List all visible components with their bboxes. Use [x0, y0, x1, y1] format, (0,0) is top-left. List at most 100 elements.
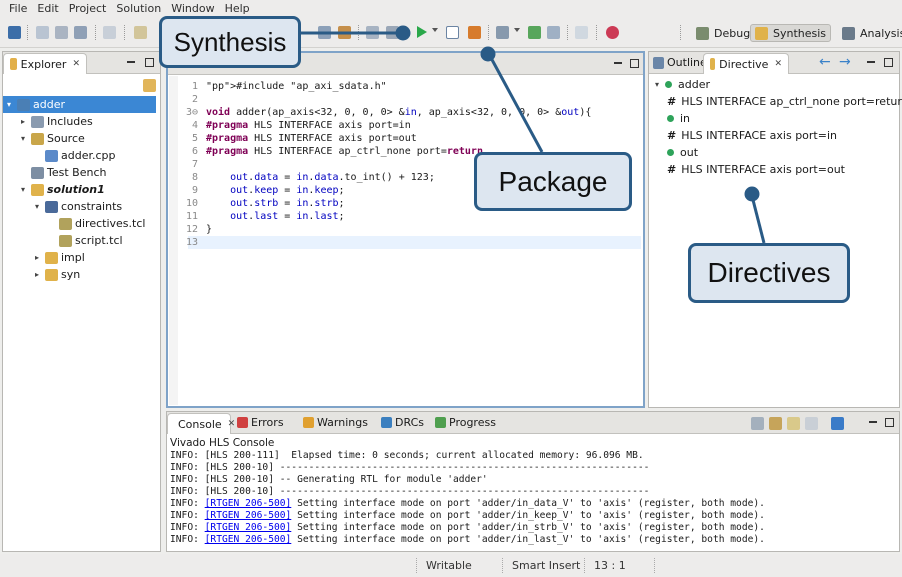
- tree-item-constraints[interactable]: ▾constraints: [35, 198, 122, 215]
- tree-item-script-tcl[interactable]: script.tcl: [49, 232, 123, 249]
- tab-warnings[interactable]: Warnings: [303, 416, 368, 429]
- link-with-editor-icon[interactable]: [143, 79, 156, 92]
- status-separator: [584, 558, 585, 573]
- tree-item-syn[interactable]: ▸syn: [35, 266, 80, 283]
- collapse-arrow-icon[interactable]: ▸: [35, 253, 45, 262]
- directive-panel: Outline Directive ✕ ← → ▾adder#HLS INTER…: [648, 51, 900, 408]
- menu-project[interactable]: Project: [64, 2, 112, 15]
- console-link[interactable]: [RTGEN 206-500]: [205, 522, 292, 533]
- save-all-icon[interactable]: [74, 26, 87, 39]
- errors-icon: [237, 417, 248, 428]
- directive-port[interactable]: out: [667, 144, 698, 161]
- directive-hash-icon: #: [667, 95, 676, 108]
- new-file-icon[interactable]: [36, 26, 49, 39]
- tree-item-solution1[interactable]: ▾solution1: [21, 181, 105, 198]
- maximize-icon[interactable]: [885, 418, 894, 427]
- open-wave-icon[interactable]: [547, 26, 560, 39]
- menu-file[interactable]: File: [4, 2, 32, 15]
- tree-item-adder[interactable]: ▾adder: [3, 96, 156, 113]
- export-rtl-icon[interactable]: [468, 26, 481, 39]
- tab-drcs[interactable]: DRCs: [381, 416, 424, 429]
- explorer-panel: Explorer ✕ ▾adder ▸ Includes ▾Sourceadder.c…: [2, 51, 161, 552]
- help-icon[interactable]: [606, 26, 619, 39]
- close-icon[interactable]: ✕: [228, 419, 236, 429]
- open-schedule-icon[interactable]: [528, 26, 541, 39]
- maximize-icon[interactable]: [145, 58, 154, 67]
- tree-item-directives-tcl[interactable]: directives.tcl: [49, 215, 145, 232]
- directive-root[interactable]: ▾adder: [655, 76, 710, 93]
- toolbar-separator: [95, 25, 96, 40]
- minimize-icon[interactable]: [869, 421, 877, 423]
- perspective-synthesis[interactable]: Synthesis: [750, 24, 831, 42]
- chevron-down-icon[interactable]: [432, 28, 438, 32]
- console-link[interactable]: [RTGEN 206-500]: [205, 534, 292, 545]
- forward-arrow-icon[interactable]: →: [839, 54, 851, 70]
- cosim-icon[interactable]: [338, 26, 351, 39]
- tree-item-source[interactable]: ▾Source: [21, 130, 85, 147]
- tree-item-impl[interactable]: ▸impl: [35, 249, 85, 266]
- edit-icon[interactable]: [134, 26, 147, 39]
- close-icon[interactable]: ✕: [774, 59, 782, 69]
- copy-icon[interactable]: [805, 417, 818, 430]
- menu-edit[interactable]: Edit: [32, 2, 63, 15]
- new-project-icon[interactable]: [103, 26, 116, 39]
- expand-arrow-icon[interactable]: ▾: [7, 100, 17, 109]
- run-csim-icon[interactable]: [318, 26, 331, 39]
- minimize-icon[interactable]: [867, 61, 875, 63]
- minimize-icon[interactable]: [614, 62, 622, 64]
- tab-explorer[interactable]: Explorer ✕: [3, 53, 87, 74]
- expand-arrow-icon[interactable]: ▾: [655, 80, 665, 89]
- back-arrow-icon[interactable]: ←: [819, 54, 831, 70]
- console-tabbar: Console✕ Errors Warnings DRCs Progress: [167, 412, 899, 434]
- tree-item-includes[interactable]: ▸ Includes: [21, 113, 93, 130]
- maximize-icon[interactable]: [630, 59, 639, 68]
- pin-console-icon[interactable]: [787, 417, 800, 430]
- console-line: INFO: [HLS 200-10] ---------------------…: [170, 462, 649, 474]
- minimize-icon[interactable]: [127, 61, 135, 63]
- status-cursor-position: 13 : 1: [594, 559, 626, 572]
- clear-console-icon[interactable]: [751, 417, 764, 430]
- menu-help[interactable]: Help: [220, 2, 255, 15]
- close-icon[interactable]: ✕: [72, 59, 80, 69]
- status-separator: [654, 558, 655, 573]
- console-link[interactable]: [RTGEN 206-500]: [205, 510, 292, 521]
- tree-item-adder-cpp[interactable]: adder.cpp: [35, 147, 116, 164]
- menu-window[interactable]: Window: [166, 2, 219, 15]
- code-text: "pp">#include "ap_axi_sdata.h": [206, 81, 387, 92]
- tab-directive[interactable]: Directive ✕: [703, 53, 789, 74]
- directive-item[interactable]: #HLS INTERFACE ap_ctrl_none port=return: [667, 93, 902, 110]
- validate-icon[interactable]: [446, 26, 459, 39]
- menubar: FileEditProjectSolutionWindowHelp: [0, 0, 902, 17]
- perspective-debug[interactable]: Debug: [692, 24, 754, 42]
- directive-item[interactable]: #HLS INTERFACE axis port=out: [667, 161, 845, 178]
- tree-item-test-bench[interactable]: Test Bench: [21, 164, 106, 181]
- compare-icon[interactable]: [366, 26, 379, 39]
- tab-progress[interactable]: Progress: [435, 416, 496, 429]
- chevron-down-icon[interactable]: [514, 28, 520, 32]
- console-view-icon[interactable]: [8, 26, 21, 39]
- run-synthesis-icon[interactable]: [417, 26, 427, 38]
- code-text: #pragma HLS INTERFACE axis port=out: [206, 133, 417, 144]
- menu-solution[interactable]: Solution: [111, 2, 166, 15]
- tab-outline[interactable]: Outline: [653, 56, 707, 69]
- collapse-arrow-icon[interactable]: ▸: [35, 270, 45, 279]
- collapse-arrow-icon[interactable]: ▸: [21, 117, 31, 126]
- analysis-icon[interactable]: [575, 26, 588, 39]
- scroll-lock-icon[interactable]: [769, 417, 782, 430]
- maximize-icon[interactable]: [884, 58, 893, 67]
- tab-console[interactable]: Console✕: [167, 413, 231, 434]
- open-console-icon[interactable]: [831, 417, 844, 430]
- save-icon[interactable]: [55, 26, 68, 39]
- expand-arrow-icon[interactable]: ▾: [21, 185, 31, 194]
- perspective-analysis[interactable]: Analysis: [838, 24, 902, 42]
- open-report-icon[interactable]: [496, 26, 509, 39]
- code-text: out.strb = in.strb;: [206, 198, 345, 209]
- directive-item[interactable]: #HLS INTERFACE axis port=in: [667, 127, 837, 144]
- solution-settings-icon[interactable]: [386, 26, 399, 39]
- expand-arrow-icon[interactable]: ▾: [35, 202, 45, 211]
- expand-arrow-icon[interactable]: ▾: [21, 134, 31, 143]
- tab-errors[interactable]: Errors: [237, 416, 284, 429]
- directive-port[interactable]: in: [667, 110, 690, 127]
- console-link[interactable]: [RTGEN 206-500]: [205, 498, 292, 509]
- tree-item-label: Includes: [47, 115, 93, 128]
